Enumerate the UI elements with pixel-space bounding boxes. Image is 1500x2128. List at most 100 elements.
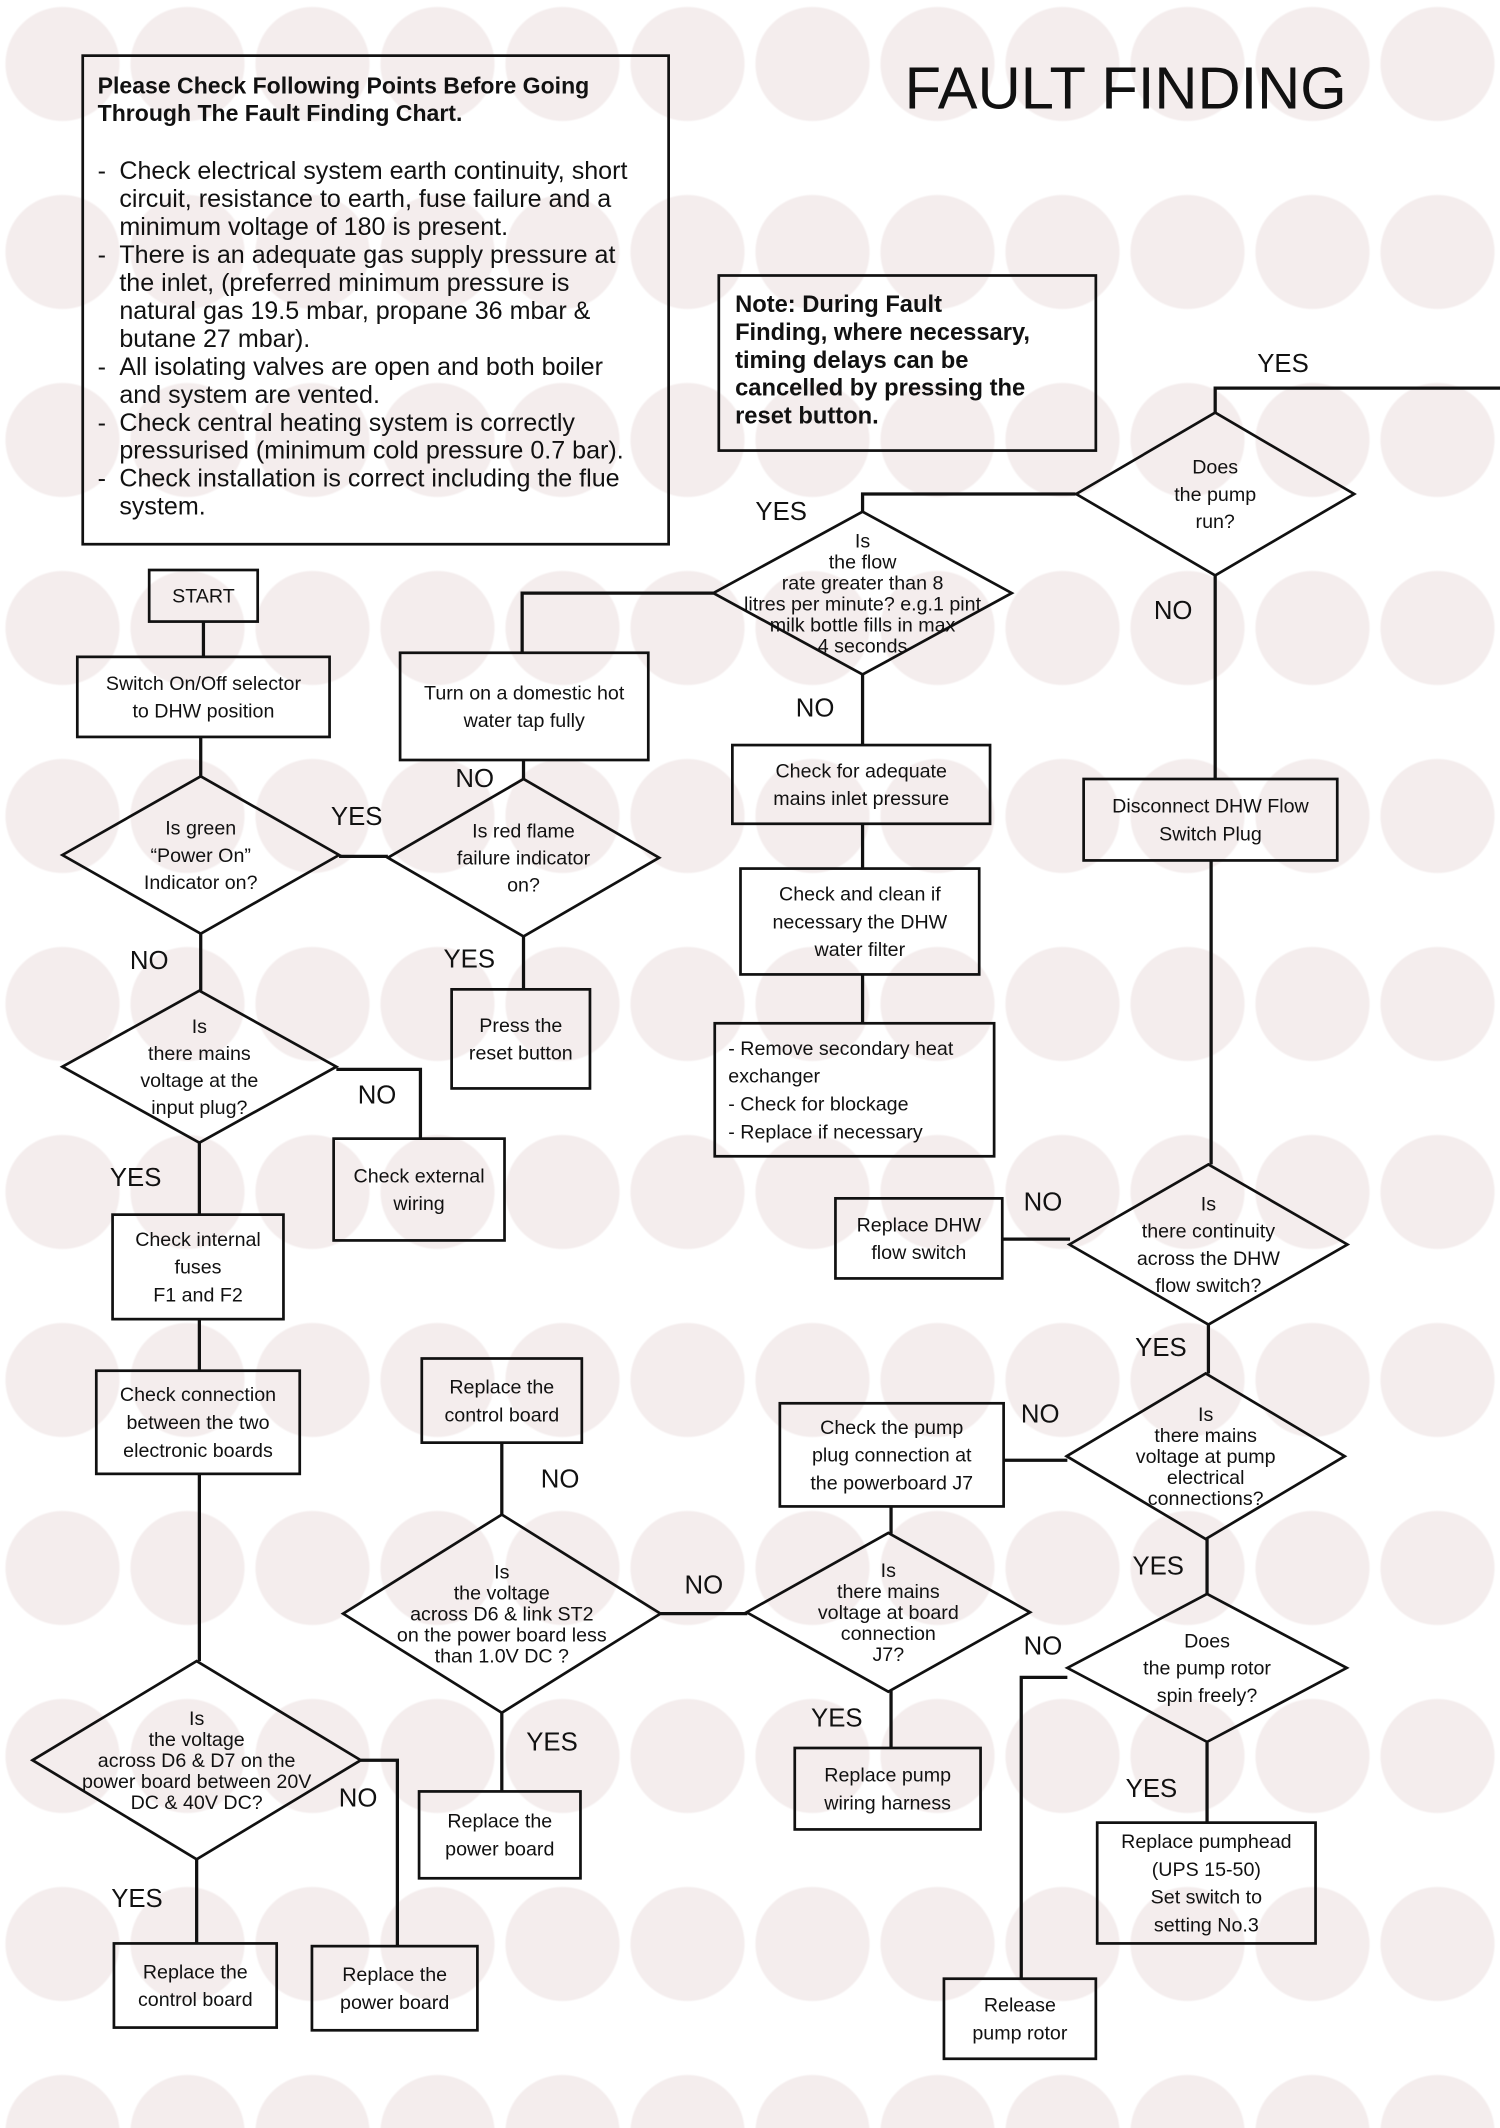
decision-diamond xyxy=(385,777,662,938)
no-label: NO xyxy=(130,947,169,975)
node-text-line: Is xyxy=(881,1560,896,1582)
note-box xyxy=(717,274,1098,452)
node-text-line: Is xyxy=(494,1561,509,1583)
node-text-line: Release xyxy=(984,1995,1056,2017)
node-text-line: Replace the xyxy=(447,1811,552,1833)
node-text-line: wiring xyxy=(392,1193,444,1215)
process-box xyxy=(111,1213,285,1321)
checklist-item-line: system. xyxy=(119,493,205,521)
yes-label: YES xyxy=(811,1704,863,1732)
node-text-line: Does xyxy=(1192,457,1238,479)
node-text-line: Check connection xyxy=(120,1384,276,1406)
node-text-line: Is xyxy=(1198,1404,1213,1426)
no-label: NO xyxy=(358,1081,397,1109)
node-text-line: electronic boards xyxy=(123,1440,273,1462)
connector-line xyxy=(1019,1675,1068,1979)
node-text-line: Replace pumphead xyxy=(1121,1831,1291,1853)
node-text-line: litres per minute? e.g.1 pint xyxy=(744,593,982,615)
node-text-line: electrical xyxy=(1167,1467,1245,1489)
node-text-line: (UPS 15-50) xyxy=(1152,1859,1261,1881)
no-label: NO xyxy=(685,1571,724,1599)
node-text-line: fuses xyxy=(175,1257,222,1279)
process-box xyxy=(450,988,592,1090)
no-label: NO xyxy=(455,765,494,793)
node-text-line: water tap fully xyxy=(463,710,585,732)
node-text-line: Does xyxy=(1184,1631,1230,1653)
yes-label: YES xyxy=(443,946,495,974)
node-text-line: Is green xyxy=(165,818,236,840)
node-power-board2: Replace the power board xyxy=(417,1790,582,1880)
node-text-line: control board xyxy=(138,1989,253,2011)
node-text-line: plug connection at xyxy=(812,1445,972,1467)
decision-diamond xyxy=(1064,1592,1350,1744)
node-text-line: DC & 40V DC? xyxy=(131,1792,263,1814)
node-text-line: Is xyxy=(855,530,870,552)
node-text-line: there continuity xyxy=(1142,1221,1275,1243)
node-text-line: Check external xyxy=(354,1165,485,1187)
node-text-line: across the DHW xyxy=(1137,1248,1280,1270)
node-text-line: between the two xyxy=(126,1412,269,1434)
node-text-line: spin freely? xyxy=(1157,1685,1258,1707)
decision-diamond xyxy=(59,989,340,1145)
process-box xyxy=(94,1369,302,1476)
node-text-line: water filter xyxy=(814,939,906,961)
node-text-line: across D6 & D7 on the xyxy=(98,1750,296,1772)
checklist-box xyxy=(81,54,670,546)
node-text-line: Is red flame xyxy=(472,820,575,842)
node-text-line: wiring harness xyxy=(823,1792,951,1814)
node-text-line: voltage at the xyxy=(140,1070,258,1092)
node-text-line: exchanger xyxy=(728,1066,820,1088)
node-text-line: Indicator on? xyxy=(144,872,258,894)
node-text-line: Replace the xyxy=(449,1376,554,1398)
yes-label: YES xyxy=(331,803,383,831)
checklist-item-line: Check central heating system is correctl… xyxy=(119,409,575,437)
node-text-line: there mains xyxy=(837,1581,940,1603)
node-text-line: Check internal xyxy=(135,1229,261,1251)
no-label: NO xyxy=(541,1465,580,1493)
node-text-line: Replace the xyxy=(342,1964,447,1986)
node-text-line: connections? xyxy=(1148,1488,1264,1510)
node-text-line: Disconnect DHW Flow xyxy=(1112,796,1309,818)
node-text-line: failure indicator xyxy=(457,847,591,869)
process-box xyxy=(112,1942,279,2029)
node-text-line: power board between 20V xyxy=(82,1771,312,1793)
checklist-heading: Through The Fault Finding Chart. xyxy=(98,100,463,126)
node-text-line: power board xyxy=(445,1839,554,1861)
node-text-line: START xyxy=(172,586,235,608)
note-line: reset button. xyxy=(735,403,879,429)
bullet-dash: - xyxy=(98,241,106,269)
node-text-line: Replace DHW xyxy=(857,1214,982,1236)
node-text-line: the flow xyxy=(829,551,898,573)
node-text-line: power board xyxy=(340,1992,449,2014)
node-text-line: Is xyxy=(189,1708,204,1730)
page-title: FAULT FINDING xyxy=(905,55,1347,122)
checklist-item-line: the inlet, (preferred minimum pressure i… xyxy=(119,269,569,297)
no-label: NO xyxy=(1024,1189,1063,1217)
decision-diamond xyxy=(59,774,342,936)
checklist-item-line: Check electrical system earth continuity… xyxy=(119,157,627,185)
yes-label: YES xyxy=(111,1885,163,1913)
node-text-line: there mains xyxy=(148,1043,251,1065)
process-box xyxy=(1082,777,1339,862)
node-text-line: across D6 & link ST2 xyxy=(410,1603,593,1625)
node-text-line: Is xyxy=(192,1016,207,1038)
node-text-line: the voltage xyxy=(149,1729,245,1751)
no-label: NO xyxy=(339,1784,378,1812)
